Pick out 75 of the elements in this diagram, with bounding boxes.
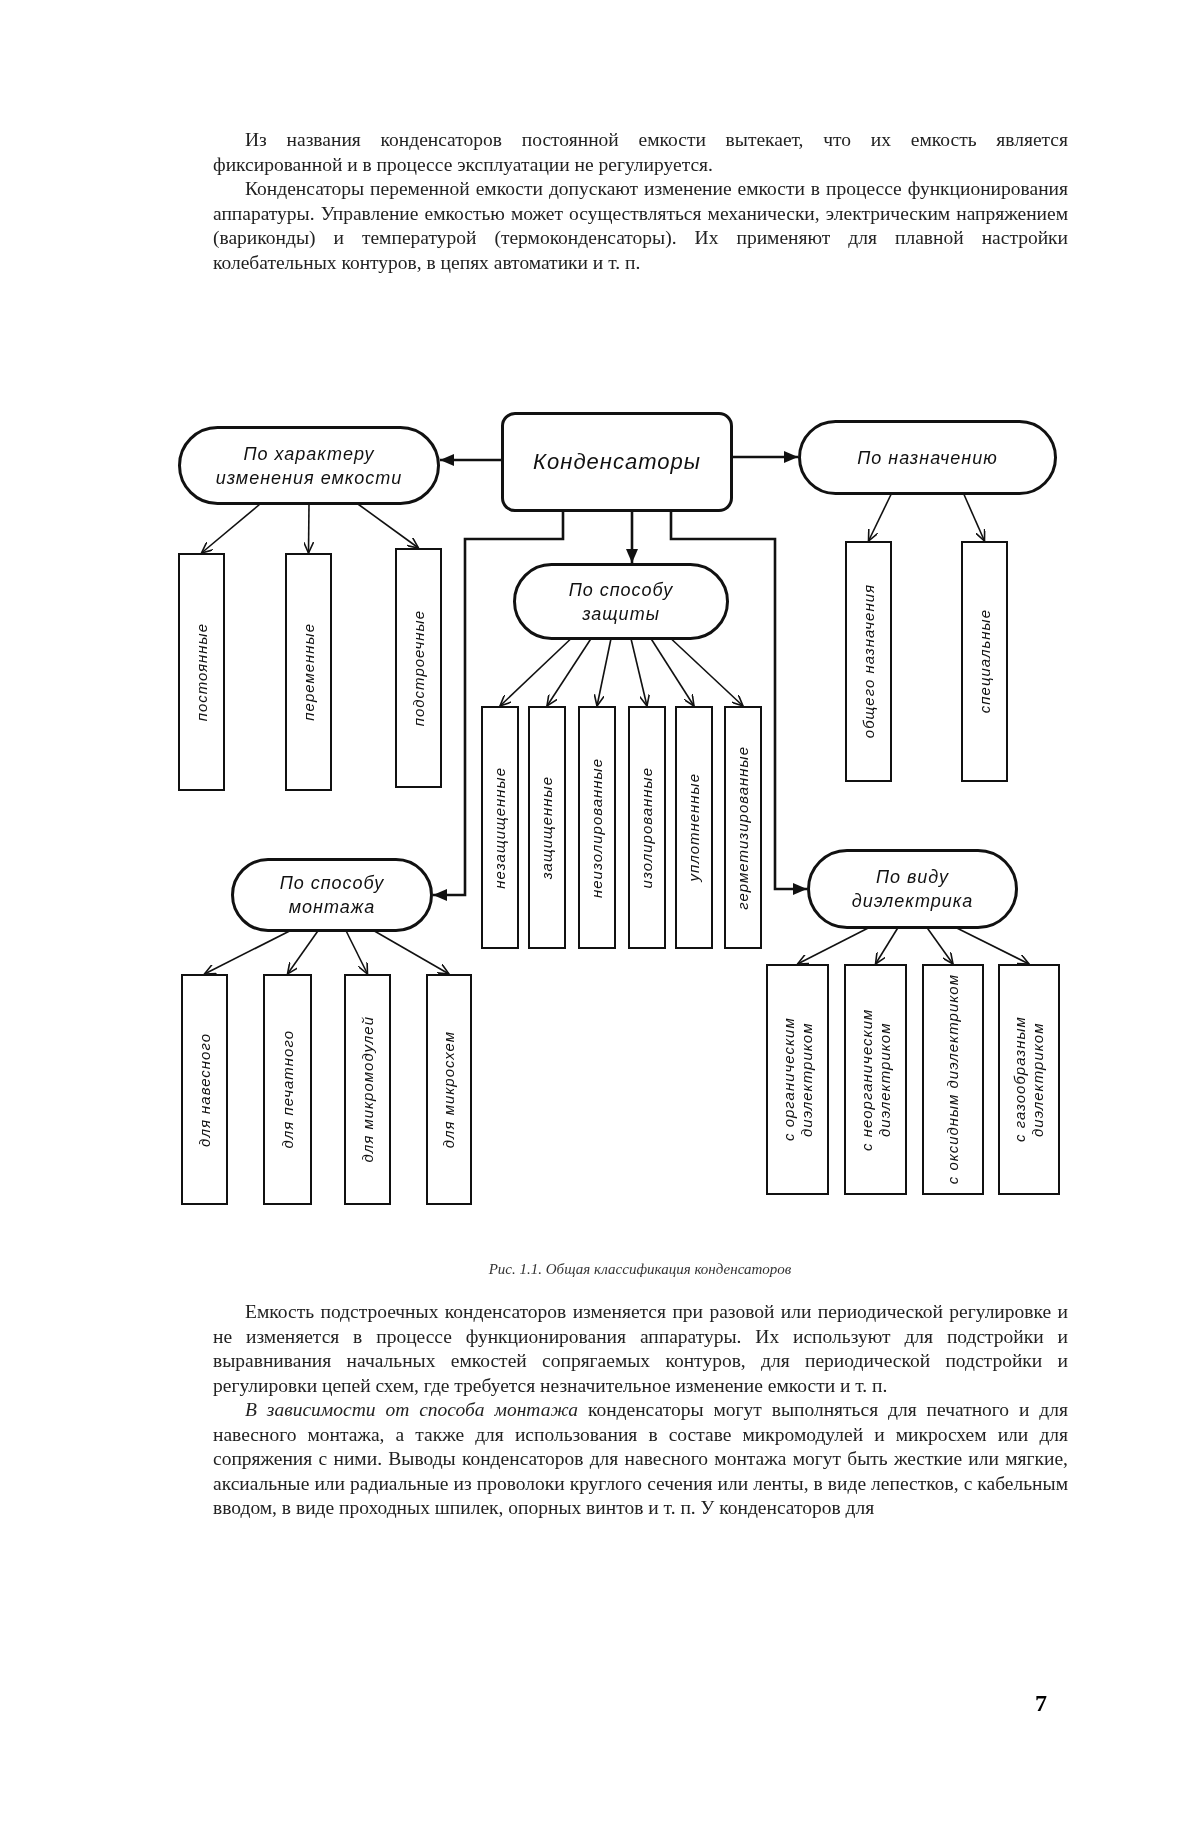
node-label: По виду диэлектрика [850, 866, 975, 913]
category-box [178, 553, 225, 791]
arrow [874, 927, 899, 965]
paragraph: В зависимости от способа монтажа конденсаторы могут выполняться для печатного и для навесного монтажа, а также для использования в составе микромодулей и микросхем или для сопряжения с ними. Выводы конденсаторов для навесного монтажа могут быть жесткие или мягкие, аксиальные или радиальные из проволоки круглого сечения или ленты, в виде лепестков, с кабельным вводом, в виде проходных шпилек, опорных винтов и т. п. У конденсаторов для [213, 1398, 1068, 1520]
arrow [286, 930, 319, 975]
node-label: подстроечные [409, 609, 428, 727]
category-box [481, 706, 519, 949]
figure-caption: Рис. 1.1. Общая классификация конденсаторов [487, 1261, 793, 1278]
paragraph: Емкость подстроечных конденсаторов изменяется при разовой или периодической регулировке и не изменяется в процессе функционирования аппаратуры. Их используют для подстройки и выравнивания начальных емкостей сопрягаемых контуров, для периодической подстройки и регулировки цепей схем, где требуется незначительное изменение емкости и т. п. [213, 1300, 1068, 1398]
category-box [285, 553, 332, 791]
node-label: герметизированные [734, 745, 752, 910]
category-box [578, 706, 616, 949]
arrow [433, 512, 565, 901]
arrow [373, 930, 450, 975]
node-label: для микросхем [440, 1030, 458, 1149]
node-label: для навесного [195, 1032, 214, 1147]
category-box [845, 541, 892, 782]
arrow [630, 638, 651, 707]
arrow [626, 512, 638, 563]
category-box [628, 706, 666, 949]
page-number: 7 [1035, 1690, 1047, 1717]
category-box [998, 964, 1060, 1195]
arrow [956, 927, 1030, 965]
arrow [200, 503, 261, 554]
arrow [926, 927, 954, 965]
node-label: с органическим диэлектриком [779, 1016, 816, 1144]
node-label: с оксидным диэлектриком [944, 974, 962, 1185]
paragraph: Из названия конденсаторов постоянной емкости вытекает, что их емкость является фиксированной и в процессе эксплуатации не регулируется. [213, 128, 1068, 177]
category-box [766, 964, 829, 1195]
node-label: для микромодулей [358, 1016, 377, 1163]
node-label: неизолированные [588, 757, 606, 898]
node-label: По характеру изменения емкости [214, 442, 404, 490]
node-label: По способу монтажа [278, 872, 386, 919]
rounded-box [501, 412, 733, 512]
arrow [302, 503, 315, 554]
category-box [426, 974, 472, 1205]
node-label: специальные [975, 609, 994, 714]
category-box [344, 974, 391, 1205]
node-label: По способу защиты [567, 578, 675, 626]
category-box [395, 548, 442, 788]
node-label: с неорганическим диэлектриком [857, 1007, 894, 1153]
node-label: защищенные [538, 775, 556, 880]
category-box [263, 974, 312, 1205]
arrow [593, 638, 612, 707]
arrow [962, 493, 986, 542]
node-label: Конденсаторы [533, 449, 701, 475]
node-label: с газообразным диэлектриком [1011, 1015, 1047, 1145]
category-box [181, 974, 228, 1205]
category-box [724, 706, 762, 949]
category-box [961, 541, 1008, 782]
arrow [733, 451, 798, 463]
node-label: уплотненные [685, 773, 703, 882]
arrow [546, 638, 592, 707]
node-label: переменные [299, 623, 318, 721]
category-box [922, 964, 984, 1195]
category-box [675, 706, 713, 949]
arrow [650, 638, 695, 707]
arrow [867, 493, 893, 542]
arrow [203, 930, 291, 975]
arrow [499, 638, 572, 707]
category-box [528, 706, 566, 949]
node-label: постоянные [192, 622, 211, 722]
node-label: общего назначения [859, 584, 878, 739]
arrow [357, 503, 420, 549]
paragraph: Конденсаторы переменной емкости допускают изменение емкости в процессе функционирования аппаратуры. Управление емкостью может осуществляться механически, электрическим напряжением (вариконды) и температурой (термоконденсаторы). Их применяют для плавной настройки колебательных контуров, в цепях автоматики и т. п. [213, 177, 1068, 275]
node-label: изолированные [638, 766, 656, 889]
node-label: для печатного [278, 1030, 297, 1149]
node-label: незащищенные [491, 766, 509, 889]
arrow [440, 454, 501, 466]
arrow [669, 512, 807, 895]
arrow [345, 930, 369, 975]
arrow [670, 638, 744, 707]
node-label: По назначению [856, 446, 999, 470]
category-box [844, 964, 907, 1195]
arrow [796, 927, 869, 965]
